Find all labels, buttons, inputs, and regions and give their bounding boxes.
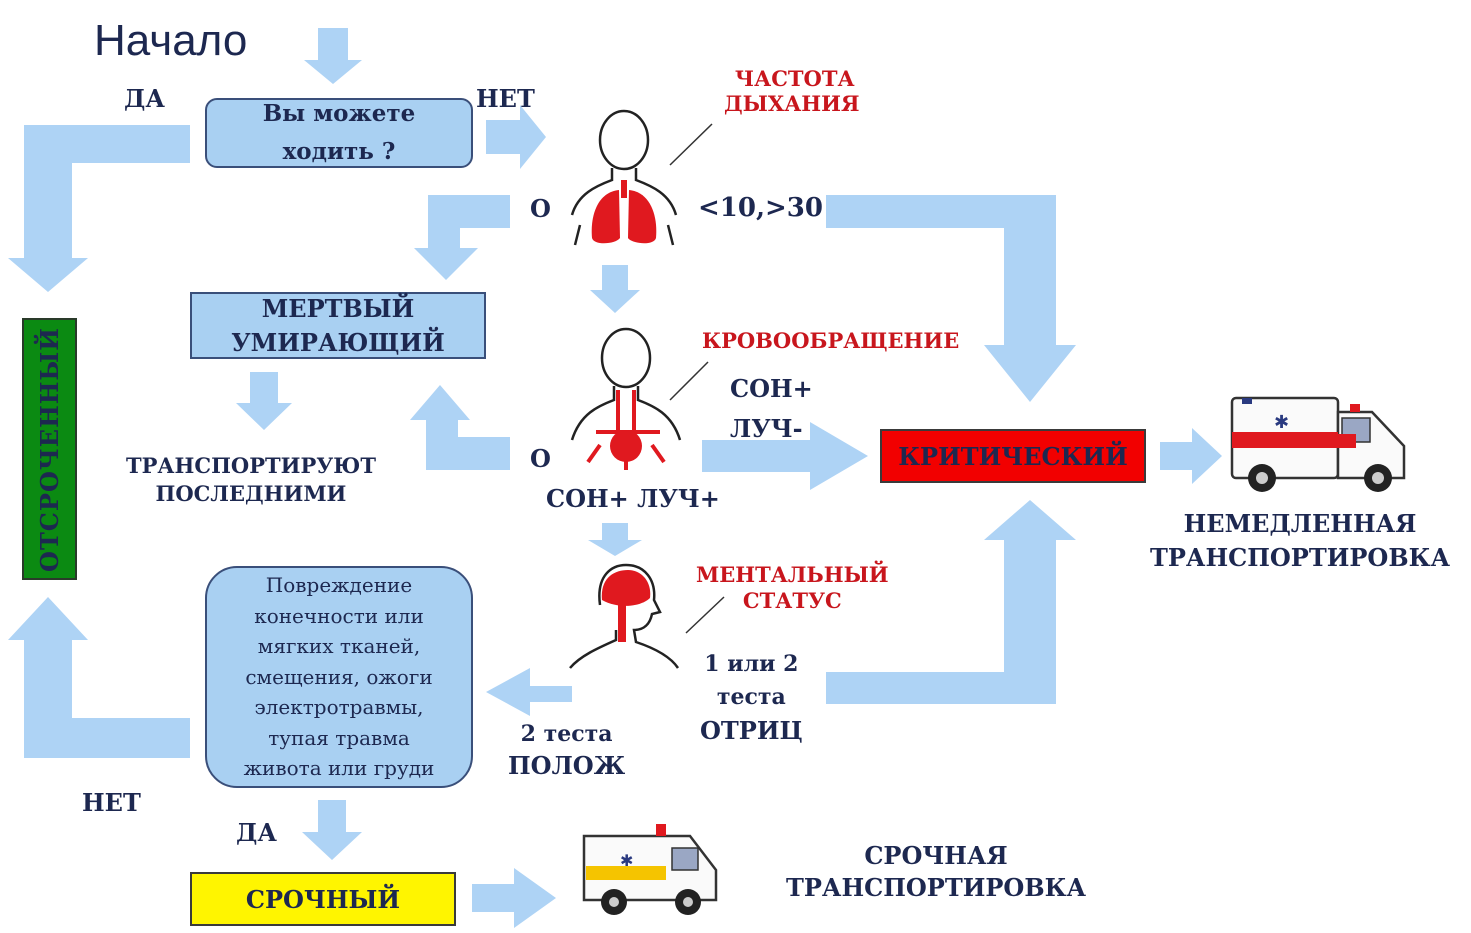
no-label-top: НЕТ (476, 84, 535, 113)
can-walk-question-box: Вы можете ходить ? (205, 98, 473, 168)
arrow-injury-no (8, 597, 190, 758)
arrow-circ-down (588, 523, 642, 556)
injury-line: тупая травма (268, 725, 410, 750)
arrow-circ-to-critical (702, 422, 868, 490)
urgent-transport-line-2: ТРАНСПОРТИРОВКА (786, 873, 1086, 902)
pointer-line-breathing (669, 123, 713, 166)
svg-text:✱: ✱ (620, 851, 633, 870)
injury-criteria-box: Повреждение конечности или мягких тканей… (205, 566, 473, 788)
critical-label: КРИТИЧЕСКИЙ (898, 441, 1128, 471)
arrow-breath-down (590, 265, 640, 313)
urgent-category-box: СРОЧНЫЙ (190, 872, 456, 926)
brain-spine-icon (601, 570, 651, 642)
circulation-zero-label: О (530, 444, 551, 473)
transport-last-line-2: ПОСЛЕДНИМИ (155, 481, 347, 506)
start-title: Начало (94, 16, 248, 65)
urgent-transport-label: СРОЧНАЯ ТРАНСПОРТИРОВКА (786, 840, 1086, 904)
delayed-category-box: ОТСРОЧЕННЫЙ (22, 318, 77, 580)
pulse-present-label: СОН+ (730, 374, 813, 403)
arrow-no-right (486, 105, 546, 169)
lungs-icon (591, 180, 657, 244)
arrow-breath-to-critical (826, 195, 1076, 402)
injury-line: электротравмы, (254, 695, 424, 720)
no-label-bottom: НЕТ (82, 788, 141, 817)
critical-category-box: КРИТИЧЕСКИЙ (880, 429, 1146, 483)
heart-icon (610, 430, 642, 462)
arrow-urgent-to-ambulance (472, 868, 556, 928)
immediate-transport-label: НЕМЕДЛЕННАЯ ТРАНСПОРТИРОВКА (1150, 507, 1450, 575)
question-line-1: Вы можете (262, 100, 416, 127)
circulation-figure-icon (570, 327, 682, 441)
arrow-yes-to-delayed (8, 125, 190, 292)
circulation-label: КРОВООБРАЩЕНИЕ (702, 328, 960, 353)
head-figure-icon (569, 563, 680, 669)
mental-pos-line-1: 2 теста (520, 721, 613, 747)
mental-positive-label: 2 теста ПОЛОЖ (508, 718, 625, 782)
arrow-mental-to-critical (826, 500, 1076, 704)
pulse-radial-present-label: СОН+ ЛУЧ+ (546, 484, 720, 513)
injury-line: мягких тканей, (257, 634, 421, 659)
pointer-line-mental (685, 596, 725, 634)
radial-absent-label: ЛУЧ- (730, 414, 803, 443)
immediate-line-2: ТРАНСПОРТИРОВКА (1150, 543, 1450, 572)
yes-label-top: ДА (124, 84, 165, 113)
mental-status-label: МЕНТАЛЬНЫЙ СТАТУС (696, 562, 889, 614)
mental-neg-line-1: 1 или 2 (704, 651, 799, 677)
arrow-dead-down (236, 372, 292, 430)
mental-label-line-2: СТАТУС (742, 588, 842, 613)
breathing-label-line-1: ЧАСТОТА (734, 66, 855, 91)
ambulance-icon-immediate: ✱ (1230, 396, 1406, 492)
arrow-breath-to-dead (414, 195, 510, 280)
svg-text:✱: ✱ (1274, 412, 1289, 433)
arrow-mental-to-injury (486, 668, 572, 716)
ambulance-icon-urgent: ✱ (582, 824, 718, 915)
injury-line: конечности или (254, 603, 424, 628)
urgent-transport-line-1: СРОЧНАЯ (864, 841, 1008, 870)
mental-label-line-1: МЕНТАЛЬНЫЙ (696, 562, 889, 587)
dead-line-1: МЕРТВЫЙ (261, 293, 415, 323)
mental-neg-line-2: теста (716, 684, 786, 710)
mental-negative-label: 1 или 2 теста ОТРИЦ (700, 648, 803, 747)
injury-line: Повреждение (265, 573, 413, 598)
dead-dying-box: МЕРТВЫЙ УМИРАЮЩИЙ (190, 292, 486, 359)
transport-last-line-1: ТРАНСПОРТИРУЮТ (126, 453, 376, 478)
breathing-range-label: <10,>30 (698, 193, 823, 223)
arrow-injury-yes (302, 800, 362, 860)
injury-line: смещения, ожоги (245, 664, 433, 689)
question-line-2: ходить ? (282, 138, 396, 165)
transport-last-label: ТРАНСПОРТИРУЮТ ПОСЛЕДНИМИ (126, 452, 376, 508)
arrow-critical-to-ambulance (1160, 428, 1222, 484)
dead-line-2: УМИРАЮЩИЙ (231, 327, 445, 357)
injury-line: живота или груди (243, 756, 435, 781)
delayed-label: ОТСРОЧЕННЫЙ (35, 326, 64, 572)
mental-pos-line-2: ПОЛОЖ (508, 751, 626, 780)
arrow-circ-to-dead (410, 385, 510, 470)
immediate-line-1: НЕМЕДЛЕННАЯ (1183, 509, 1417, 538)
breathing-label-line-2: ДЫХАНИЯ (724, 91, 860, 116)
yes-label-bottom: ДА (236, 818, 277, 847)
urgent-label: СРОЧНЫЙ (245, 884, 401, 914)
breathing-rate-label: ЧАСТОТА ДЫХАНИЯ (724, 66, 860, 116)
arrow-start-down (304, 28, 362, 84)
mental-neg-line-3: ОТРИЦ (700, 716, 803, 745)
lungs-figure-icon (570, 109, 678, 246)
breathing-zero-label: О (530, 194, 551, 223)
pointer-line-circulation (669, 361, 709, 401)
